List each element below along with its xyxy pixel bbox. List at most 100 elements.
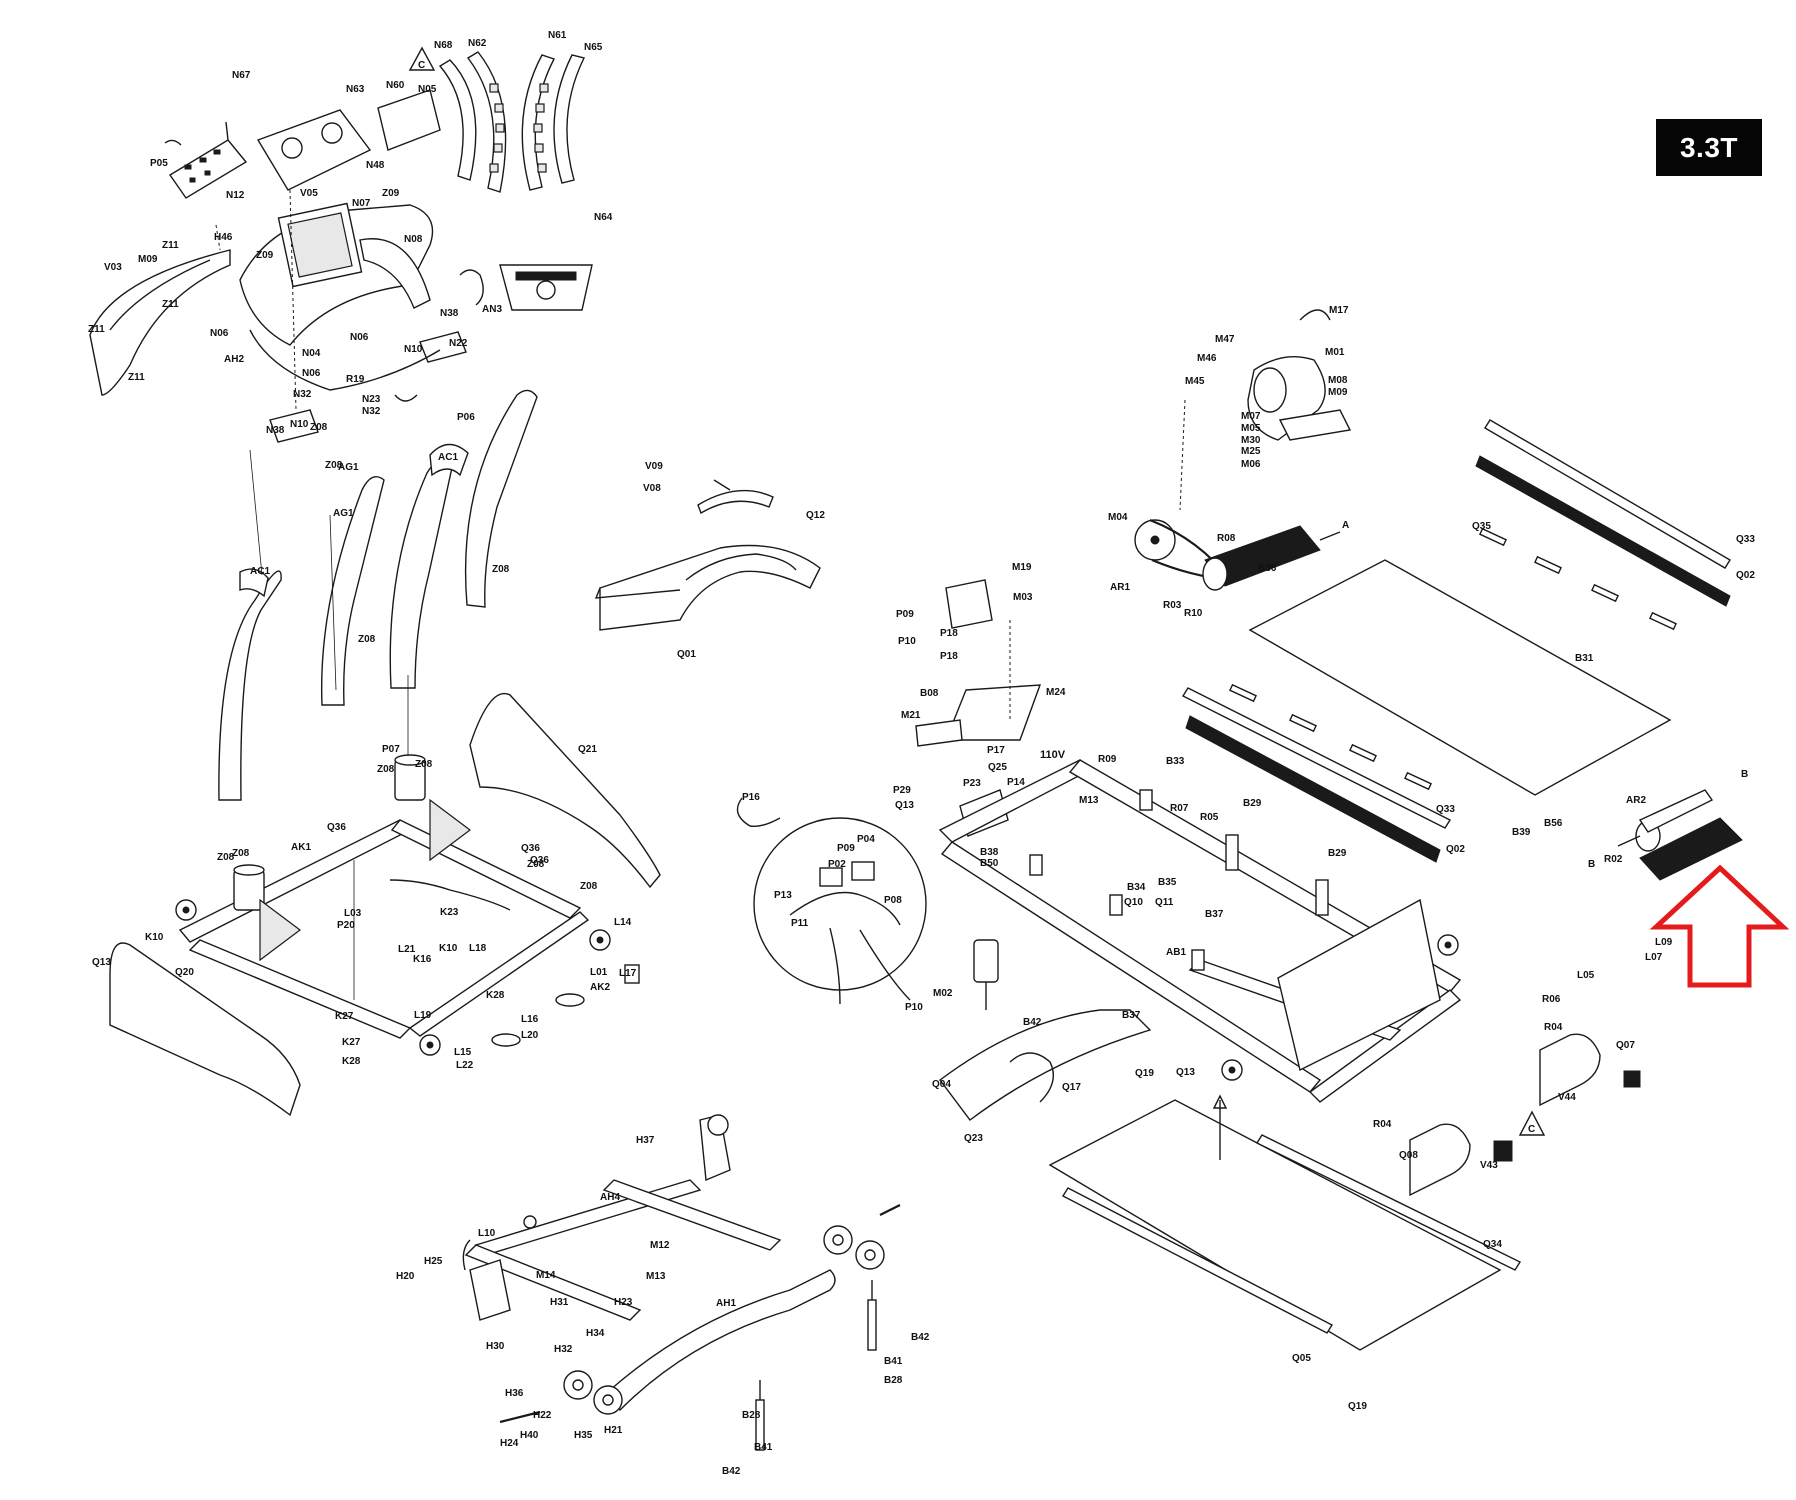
part-label-n60: N60: [386, 80, 405, 91]
part-label-v44: V44: [1558, 1092, 1576, 1103]
part-label-n06: N06: [302, 368, 321, 379]
part-label-q36: Q36: [521, 843, 540, 854]
part-label-b31: B31: [1575, 653, 1594, 664]
part-label-q36: Q36: [327, 822, 346, 833]
part-label-r08: R08: [1217, 533, 1236, 544]
part-label-b56: B56: [1544, 818, 1563, 829]
part-label-l22: L22: [456, 1060, 474, 1071]
part-label-l09: L09: [1655, 937, 1673, 948]
part-label-q34: Q34: [1483, 1239, 1502, 1250]
part-label-m25: M25: [1241, 446, 1261, 457]
part-label-q19: Q19: [1135, 1068, 1154, 1079]
part-label-m13: M13: [1079, 795, 1099, 806]
part-label-n10: N10: [290, 419, 309, 430]
part-label-v09: V09: [645, 461, 663, 472]
part-label-b41: B41: [884, 1356, 903, 1367]
part-label-h22: H22: [533, 1410, 552, 1421]
part-label-n38: N38: [440, 308, 459, 319]
part-label-h20: H20: [396, 1271, 415, 1282]
model-badge: 3.3T: [1656, 119, 1762, 176]
part-label-z11: Z11: [162, 299, 179, 310]
part-label-ab1: AB1: [1166, 947, 1186, 958]
part-label-m08: M08: [1328, 375, 1348, 386]
part-label-l19: L19: [414, 1010, 432, 1021]
part-label-k27: K27: [335, 1011, 354, 1022]
part-label-m12: M12: [650, 1240, 670, 1251]
part-label-n06: N06: [350, 332, 369, 343]
part-label-p10: P10: [905, 1002, 923, 1013]
part-label-b41: B41: [754, 1442, 773, 1453]
part-label-m06: M06: [1241, 459, 1261, 470]
part-label-k16: K16: [413, 954, 432, 965]
part-label-z11: Z11: [128, 372, 145, 383]
part-label-p08: P08: [884, 895, 902, 906]
part-label-z11: Z11: [162, 240, 179, 251]
part-label-z09: Z09: [382, 188, 400, 199]
part-label-n06: N06: [210, 328, 229, 339]
part-label-l18: L18: [469, 943, 487, 954]
part-label-z08: Z08: [492, 564, 510, 575]
part-label-m45: M45: [1185, 376, 1205, 387]
model-badge-text: 3.3T: [1679, 131, 1739, 163]
part-label-q17: Q17: [1062, 1082, 1081, 1093]
part-label-v05: V05: [300, 188, 318, 199]
part-label-h32: H32: [554, 1344, 573, 1355]
part-label-b36: B36: [1258, 563, 1277, 574]
part-label-l20: L20: [521, 1030, 539, 1041]
part-label-z08: Z08: [415, 759, 433, 770]
part-label-l07: L07: [1645, 952, 1663, 963]
part-label-p09: P09: [837, 843, 855, 854]
part-label-z08: Z08: [580, 881, 598, 892]
part-label-z09: Z09: [256, 250, 274, 261]
part-label-p02: P02: [828, 859, 846, 870]
part-label-p18: P18: [940, 651, 958, 662]
part-label-n32: N32: [362, 406, 381, 417]
part-label-m30: M30: [1241, 435, 1261, 446]
part-label-h23: H23: [614, 1297, 633, 1308]
part-label-n62: N62: [468, 38, 487, 49]
part-label-k28: K28: [342, 1056, 361, 1067]
part-label-ah4: AH4: [600, 1192, 620, 1203]
part-label-an3: AN3: [482, 304, 502, 315]
part-label-z08: Z08: [527, 859, 545, 870]
part-label-n38: N38: [266, 425, 285, 436]
part-label-b34: B34: [1127, 882, 1146, 893]
part-label-r10: R10: [1184, 608, 1203, 619]
part-label-p14: P14: [1007, 777, 1025, 788]
part-label-m01: M01: [1325, 347, 1345, 358]
part-label-b33: B33: [1166, 756, 1185, 767]
electronics-assembly: [736, 579, 1042, 1010]
part-label-h46: H46: [214, 232, 233, 243]
part-label-n05: N05: [418, 84, 437, 95]
part-label-q02: Q02: [1446, 844, 1465, 855]
part-label-q10: Q10: [1124, 897, 1143, 908]
part-label-k10: K10: [439, 943, 458, 954]
part-label-q13: Q13: [92, 957, 111, 968]
part-label-m05: M05: [1241, 423, 1261, 434]
part-label-p04: P04: [857, 834, 875, 845]
part-label-p10: P10: [898, 636, 916, 647]
part-label-h24: H24: [500, 1438, 519, 1449]
part-label-r04: R04: [1544, 1022, 1563, 1033]
part-label-l15: L15: [454, 1047, 472, 1058]
part-label-l01: L01: [590, 967, 608, 978]
part-label-h37: H37: [636, 1135, 655, 1146]
part-label-p29: P29: [893, 785, 911, 796]
drive-motor-assembly: [1134, 309, 1352, 591]
part-label-m09: M09: [138, 254, 158, 265]
base-frame-assembly: [109, 692, 661, 1117]
part-label-z08: Z08: [377, 764, 395, 775]
part-label-m46: M46: [1197, 353, 1217, 364]
part-label-a: A: [1342, 520, 1349, 531]
part-label-m24: M24: [1046, 687, 1066, 698]
console-assembly: [89, 46, 593, 443]
part-label-q19: Q19: [1348, 1401, 1367, 1412]
part-label-q35: Q35: [1472, 521, 1491, 532]
part-label-v43: V43: [1480, 1160, 1498, 1171]
part-label-h34: H34: [586, 1328, 605, 1339]
part-label-h35: H35: [574, 1430, 593, 1441]
part-label-ag1: AG1: [338, 462, 359, 473]
part-label-ar2: AR2: [1626, 795, 1646, 806]
part-label-q33: Q33: [1436, 804, 1455, 815]
